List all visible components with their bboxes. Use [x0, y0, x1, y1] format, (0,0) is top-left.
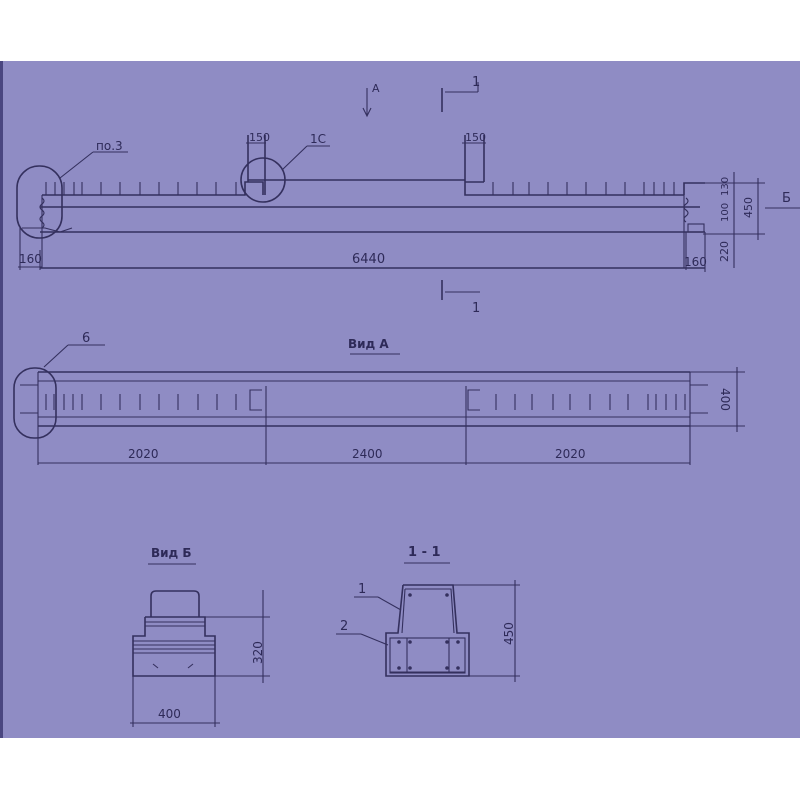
view-b-dim-320: 320	[251, 641, 265, 664]
section-mark-bottom: 1	[472, 301, 480, 316]
scan-edge	[0, 61, 3, 738]
callout-detail: 1С	[310, 132, 326, 146]
view-a: Вид А	[13, 331, 745, 465]
dim-middle-2400: 2400	[352, 447, 383, 461]
main-elevation: А 1 1	[16, 75, 800, 316]
section-callout-1: 1	[358, 582, 366, 597]
section-1-1: 1 - 1 450 1 2	[336, 545, 520, 682]
view-a-title: Вид А	[348, 337, 389, 351]
dim-right-160: 160	[684, 255, 707, 269]
dim-450: 450	[742, 197, 755, 218]
callout-pos3: по.3	[96, 139, 123, 153]
view-arrow-a-label: А	[372, 82, 380, 95]
dim-overall-length: 6440	[352, 252, 385, 267]
dim-100: 100	[720, 203, 731, 222]
dim-left-150: 150	[249, 131, 270, 144]
view-b-title: Вид Б	[151, 546, 192, 560]
view-b-dim-400: 400	[158, 707, 181, 721]
dim-right-2020: 2020	[555, 447, 586, 461]
section-dim-450: 450	[502, 622, 516, 645]
section-mark-top: 1	[472, 75, 480, 90]
view-a-callout: 6	[82, 331, 90, 346]
dim-220: 220	[718, 241, 731, 262]
dim-left-2020: 2020	[128, 447, 159, 461]
view-arrow-b-label: Б	[782, 191, 791, 206]
section-title: 1 - 1	[408, 545, 441, 560]
dim-left-160: 160	[19, 252, 42, 266]
dim-right-150: 150	[465, 131, 486, 144]
section-callout-2: 2	[340, 619, 348, 634]
drawing-sheet	[0, 61, 800, 738]
dim-130: 130	[720, 177, 731, 196]
view-b: Вид Б 320 400	[130, 546, 270, 727]
dim-width-400: 400	[718, 388, 732, 411]
